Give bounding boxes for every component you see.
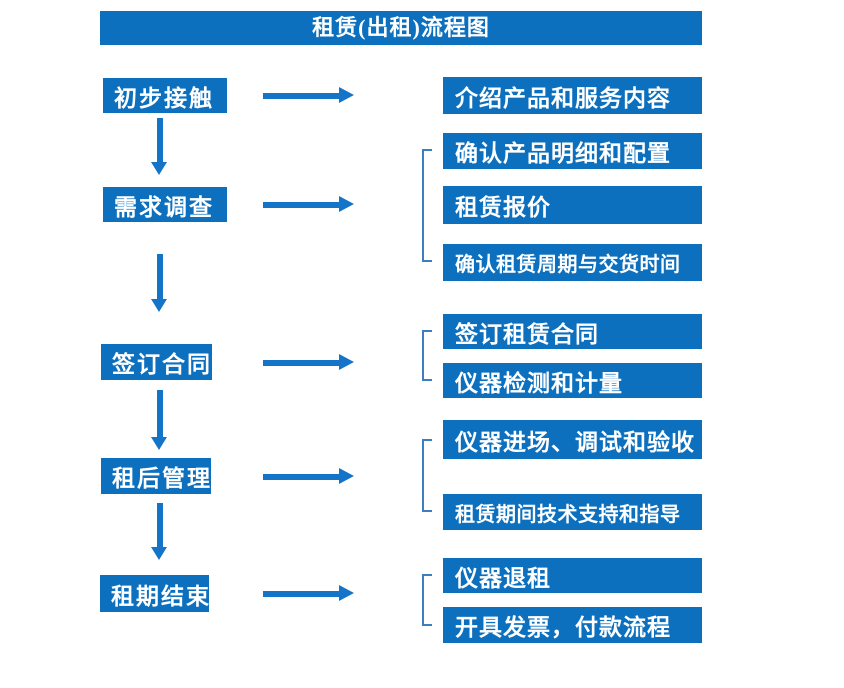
- down-arrow-shaft: [156, 390, 163, 438]
- down-arrow: [151, 118, 168, 175]
- detail-box-invoice-payment-process: 开具发票，付款流程: [443, 607, 702, 643]
- step-box-sign-contract: 签订合同: [101, 344, 212, 380]
- right-arrow: [263, 354, 354, 371]
- detail-box-technical-support-guidance: 租赁期间技术支持和指导: [443, 494, 702, 530]
- right-arrow: [263, 87, 354, 104]
- down-arrow-head: [151, 437, 167, 450]
- detail-box-instrument-return: 仪器退租: [443, 558, 702, 593]
- down-arrow-shaft: [156, 118, 163, 163]
- group-bracket: [422, 439, 432, 512]
- down-arrow: [151, 390, 168, 450]
- detail-box-rental-quotation: 租赁报价: [443, 186, 702, 224]
- right-arrow: [263, 468, 354, 485]
- detail-box-confirm-rental-period-delivery: 确认租赁周期与交货时间: [443, 244, 702, 281]
- right-arrow-head: [339, 354, 354, 370]
- right-arrow-shaft: [263, 591, 340, 597]
- step-box-post-rental-management: 租后管理: [101, 458, 211, 494]
- right-arrow-head: [339, 196, 354, 212]
- step-box-initial-contact: 初步接触: [103, 78, 227, 113]
- right-arrow-shaft: [263, 93, 340, 99]
- right-arrow-head: [339, 468, 354, 484]
- step-box-rental-end: 租期结束: [100, 575, 209, 612]
- right-arrow-shaft: [263, 202, 340, 208]
- detail-box-instrument-entry-commissioning: 仪器进场、调试和验收: [443, 420, 702, 459]
- down-arrow-head: [151, 162, 167, 175]
- group-bracket: [422, 574, 432, 626]
- group-bracket: [422, 149, 432, 262]
- detail-box-sign-rental-contract: 签订租赁合同: [443, 314, 702, 349]
- right-arrow-shaft: [263, 360, 340, 366]
- right-arrow-shaft: [263, 474, 340, 480]
- right-arrow: [263, 585, 354, 602]
- down-arrow: [151, 254, 168, 312]
- right-arrow-head: [339, 87, 354, 103]
- detail-box-confirm-product-details: 确认产品明细和配置: [443, 133, 702, 169]
- down-arrow-shaft: [156, 503, 163, 548]
- right-arrow-head: [339, 585, 354, 601]
- right-arrow: [263, 196, 354, 213]
- down-arrow: [151, 503, 168, 560]
- flowchart-title: 租赁(出租)流程图: [100, 11, 702, 45]
- detail-box-introduce-products-services: 介绍产品和服务内容: [443, 77, 702, 114]
- down-arrow-shaft: [156, 254, 163, 300]
- down-arrow-head: [151, 547, 167, 560]
- down-arrow-head: [151, 299, 167, 312]
- step-box-demand-survey: 需求调查: [103, 187, 227, 222]
- detail-box-instrument-testing-measurement: 仪器检测和计量: [443, 363, 702, 398]
- group-bracket: [422, 330, 432, 381]
